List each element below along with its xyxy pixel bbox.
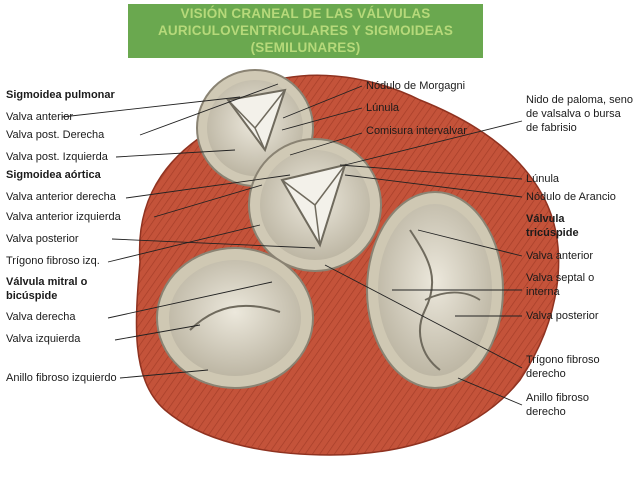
label-comisura-intervalvar: Comisura intervalvar <box>366 125 467 137</box>
page-title: VISIÓN CRANEAL DE LAS VÁLVULAS AURICULOV… <box>128 5 483 56</box>
label-valva-posterior: Valva posterior <box>6 233 79 245</box>
leader-lines <box>61 83 523 406</box>
label-sigmoidea-pulmonar: Sigmoidea pulmonar <box>6 89 115 101</box>
label-valva-anterior-right: Valva anterior <box>526 250 594 262</box>
label-valva-anterior-derecha: Valva anterior derecha <box>6 191 116 203</box>
label-valva-derecha: Valva derecha <box>6 311 76 323</box>
label-trigono-fibroso-izq: Trígono fibroso izq. <box>6 255 100 267</box>
title-line-1: VISIÓN CRANEAL DE LAS VÁLVULAS <box>180 6 431 21</box>
mitral-valve <box>156 247 314 389</box>
label-valva-anterior-izquierda: Valva anterior izquierda <box>6 211 121 223</box>
label-valvula-tricuspide: Válvula tricúspide <box>526 213 579 239</box>
label-trigono-fibroso-derecho: Trígono fibroso derecho <box>526 354 600 380</box>
title-line-2: AURICULOVENTRICULARES Y SIGMOIDEAS <box>157 23 454 38</box>
label-nodulo-de-morgagni: Nódulo de Morgagni <box>366 80 466 92</box>
label-anillo-fibroso-izquierdo: Anillo fibroso izquierdo <box>6 372 117 384</box>
label-anillo-fibroso-derecho: Anillo fibroso derecho <box>526 392 589 418</box>
label-lunula-right: Lúnula <box>526 173 560 185</box>
label-valva-anterior: Valva anterior <box>6 111 74 123</box>
label-valva-septal: Valva septal o interna <box>526 272 595 298</box>
title-line-3: (SEMILUNARES) <box>250 40 361 55</box>
label-valva-izquierda: Valva izquierda <box>6 333 81 345</box>
label-valva-posterior-right: Valva posterior <box>526 310 599 322</box>
title-band <box>128 4 483 58</box>
label-valva-post-izquierda: Valva post. Izquierda <box>6 151 108 163</box>
label-lunula-center: Lúnula <box>366 102 400 114</box>
label-valvula-mitral: Válvula mitral o bicúspide <box>6 276 88 302</box>
label-nodulo-de-arancio: Nódulo de Arancio <box>526 191 616 203</box>
label-nido-de-paloma: Nido de paloma, seno de valsalva o bursa… <box>526 94 634 134</box>
label-sigmoidea-aortica: Sigmoidea aórtica <box>6 169 101 181</box>
label-valva-post-derecha: Valva post. Derecha <box>6 129 105 141</box>
aortic-valve <box>248 138 382 272</box>
